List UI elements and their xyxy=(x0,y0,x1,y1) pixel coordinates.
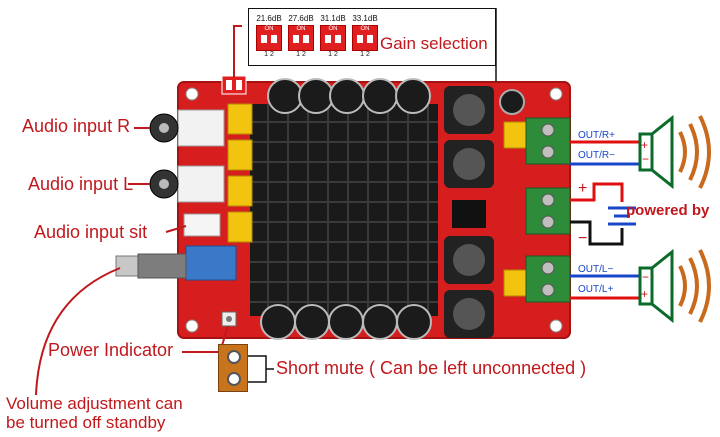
dip-pin-numbers: 1 2 xyxy=(296,51,306,58)
wire-power-plus xyxy=(570,182,624,202)
mute-pin xyxy=(227,350,241,364)
mount-hole xyxy=(185,319,199,333)
mute-header-board xyxy=(221,311,237,327)
input-socket xyxy=(183,213,221,237)
mount-hole xyxy=(549,87,563,101)
board-dip-switch xyxy=(221,75,247,95)
wire-power-minus xyxy=(570,220,624,246)
gain-option: 27.6dB ON 1 2 xyxy=(288,14,314,58)
volume-potentiometer xyxy=(115,245,237,281)
mount-hole xyxy=(549,319,563,333)
gain-option-db: 31.1dB xyxy=(320,14,346,23)
speaker-r-icon xyxy=(638,114,711,190)
out-r-minus-label: OUT/R− xyxy=(578,150,615,161)
power-plus-sign: + xyxy=(578,180,588,197)
volume-adjustment-label-line2: be turned off standby xyxy=(6,413,166,432)
power-indicator-label: Power Indicator xyxy=(48,340,174,360)
speaker-r-plus-sign: + xyxy=(641,138,649,152)
speaker-l-icon xyxy=(638,248,711,324)
audio-input-l-label: Audio input L xyxy=(28,174,134,194)
dip-switch-icon: ON xyxy=(320,25,346,51)
dip-on-label: ON xyxy=(328,26,338,32)
power-capacitor xyxy=(499,89,525,115)
gain-option: 33.1dB ON 1 2 xyxy=(352,14,378,58)
gain-option: 31.1dB ON 1 2 xyxy=(320,14,346,58)
out-l-plus-label: OUT/L+ xyxy=(578,284,614,295)
power-minus-sign: − xyxy=(578,230,588,247)
heatsink xyxy=(250,104,438,316)
powered-by-label: powered by xyxy=(626,202,710,219)
terminal-out-r xyxy=(525,117,571,165)
rca-jack-l xyxy=(149,165,225,203)
terminal-power xyxy=(525,187,571,235)
out-l-minus-label: OUT/L− xyxy=(578,264,614,275)
speaker-r-minus-sign: − xyxy=(642,152,650,166)
gain-option-db: 33.1dB xyxy=(352,14,378,23)
dip-switch-icon: ON xyxy=(256,25,282,51)
dip-pin-numbers: 1 2 xyxy=(264,51,274,58)
mute-pin xyxy=(227,372,241,386)
dip-pin-numbers: 1 2 xyxy=(360,51,370,58)
callout-lines xyxy=(35,127,229,396)
rca-jack-r xyxy=(149,109,225,147)
audio-input-r-label: Audio input R xyxy=(22,116,131,136)
dip-switch-icon: ON xyxy=(288,25,314,51)
top-capacitors xyxy=(267,78,431,114)
dip-switch-icon: ON xyxy=(352,25,378,51)
short-mute-label: Short mute ( Can be left unconnected ) xyxy=(276,358,587,378)
mute-callout-bracket xyxy=(248,355,267,383)
mute-header-callout xyxy=(218,344,248,392)
power-diode xyxy=(452,200,486,228)
out-r-plus-label: OUT/R+ xyxy=(578,130,615,141)
inductors xyxy=(444,86,494,338)
gain-option: 21.6dB ON 1 2 xyxy=(256,14,282,58)
dip-on-label: ON xyxy=(264,26,274,32)
mount-hole xyxy=(185,87,199,101)
dip-pin-numbers: 1 2 xyxy=(328,51,338,58)
gain-selection-label: Gain selection xyxy=(380,34,488,53)
speaker-l-plus-sign: + xyxy=(641,287,649,301)
speaker-l-minus-sign: − xyxy=(642,270,650,284)
film-capacitors xyxy=(227,103,527,297)
audio-input-sit-label: Audio input sit xyxy=(34,222,148,242)
terminal-out-l xyxy=(525,255,571,303)
gain-option-db: 27.6dB xyxy=(288,14,314,23)
dip-on-label: ON xyxy=(296,26,306,32)
dip-on-label: ON xyxy=(360,26,370,32)
bottom-capacitors xyxy=(260,304,432,340)
volume-adjustment-label-line1: Volume adjustment can xyxy=(6,394,183,413)
gain-option-db: 21.6dB xyxy=(256,14,282,23)
